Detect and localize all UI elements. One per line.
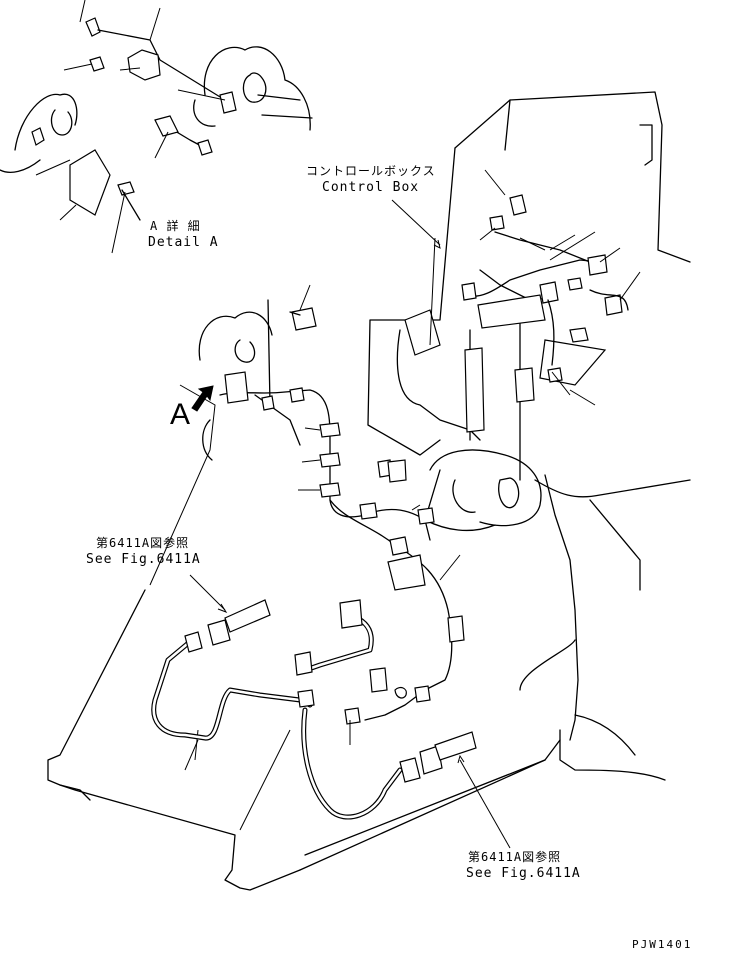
see-fig-upper-en: See Fig.6411A xyxy=(86,552,201,567)
mid-harness xyxy=(194,284,496,761)
leader-lines xyxy=(149,199,511,849)
drawing-id: PJW1401 xyxy=(632,938,693,951)
detail-a-label-en: Detail A xyxy=(148,235,219,250)
view-arrow-icon xyxy=(191,385,214,412)
control-box-label-en: Control Box xyxy=(322,180,420,195)
hose-assembly xyxy=(151,599,477,831)
see-fig-upper-jp: 第6411A図参照 xyxy=(96,536,190,550)
detail-a-label-jp: A 詳 細 xyxy=(150,219,201,233)
see-fig-lower-jp: 第6411A図参照 xyxy=(468,850,562,864)
view-marker-a: A xyxy=(170,398,191,431)
control-box-label-jp: コントロールボックス xyxy=(306,164,436,178)
detail-a-drawing xyxy=(0,0,313,254)
control-box-harness xyxy=(396,169,641,481)
machine-frame xyxy=(47,91,691,891)
see-fig-lower-en: See Fig.6411A xyxy=(466,866,581,881)
